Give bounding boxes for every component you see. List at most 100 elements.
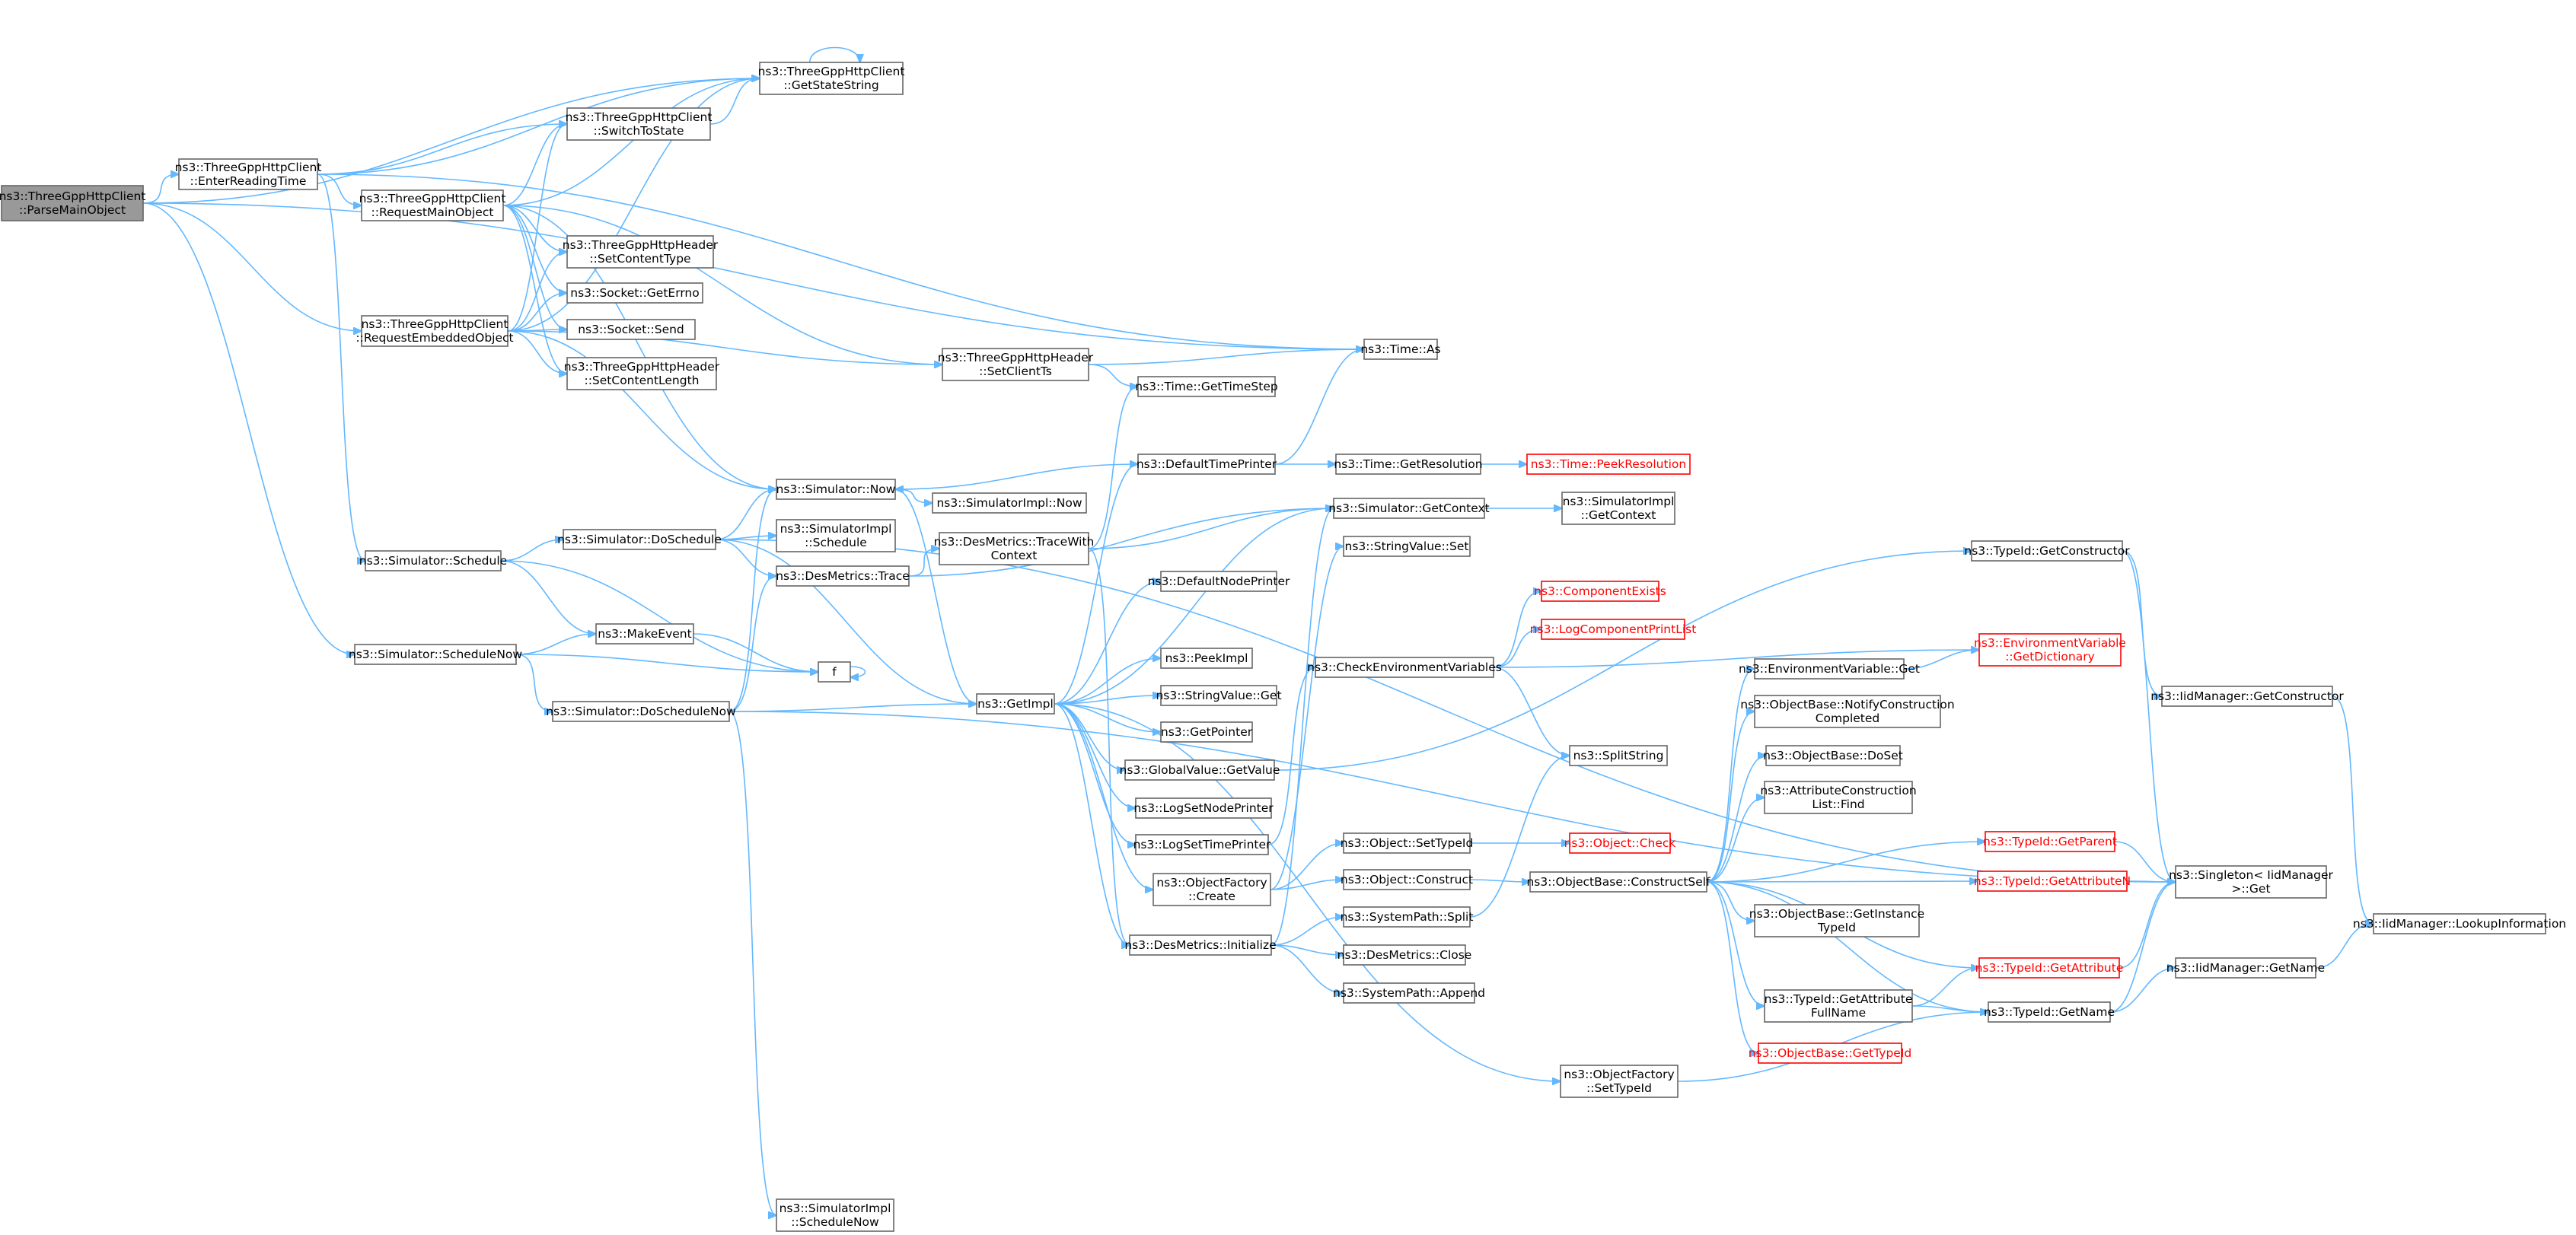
edge-constructSelf-to-objectBaseDoSet [1706,756,1766,883]
node-box [1754,695,1941,728]
node-set-content-type[interactable]: ns3::ThreeGppHttpHeader::SetContentType [563,235,719,269]
node-sim-impl-schedule-now[interactable]: ns3::SimulatorImpl::ScheduleNow [776,1198,894,1232]
node-box [1135,797,1272,819]
node-default-node-printer[interactable]: ns3::DefaultNodePrinter [1148,571,1290,592]
node-iid-lookup[interactable]: ns3::IidManager::LookupInformation [2353,913,2566,934]
node-switch-to-state[interactable]: ns3::ThreeGppHttpClient::SwitchToState [566,107,713,141]
node-label: ::SetClientTs [979,364,1052,378]
node-sim-impl-now[interactable]: ns3::SimulatorImpl::Now [932,492,1087,514]
node-env-get[interactable]: ns3::EnvironmentVariable::Get [1739,658,1920,680]
node-system-path-split[interactable]: ns3::SystemPath::Split [1341,906,1474,928]
node-label: ns3::ObjectBase::GetInstance [1749,907,1924,921]
node-get-pointer[interactable]: ns3::GetPointer [1160,721,1253,743]
node-get-type-id[interactable]: ns3::ObjectBase::GetTypeId [1749,1042,1912,1064]
node-sim-do-schedule-now[interactable]: ns3::Simulator::DoScheduleNow [546,701,736,722]
node-type-id-get-name[interactable]: ns3::TypeId::GetName [1984,1001,2115,1023]
node-box [2175,865,2327,899]
node-des-initialize[interactable]: ns3::DesMetrics::Initialize [1124,934,1277,956]
node-log-set-time-printer[interactable]: ns3::LogSetTimePrinter [1133,834,1271,855]
node-make-event[interactable]: ns3::MakeEvent [595,623,694,645]
node-sim-impl-schedule[interactable]: ns3::SimulatorImpl::Schedule [776,519,896,552]
node-sim-do-schedule[interactable]: ns3::Simulator::DoSchedule [557,529,722,550]
node-log-component-print-list[interactable]: ns3::LogComponentPrintList [1530,619,1697,640]
node-box [1977,871,2128,892]
node-sim-impl-get-context[interactable]: ns3::SimulatorImpl::GetContext [1561,492,1675,525]
node-layer: ns3::ThreeGppHttpClient::ParseMainObject… [0,62,2566,1232]
node-set-client-ts[interactable]: ns3::ThreeGppHttpHeader::SetClientTs [938,348,1094,381]
node-split-string[interactable]: ns3::SplitString [1569,745,1668,766]
node-enter-reading[interactable]: ns3::ThreeGppHttpClient::EnterReadingTim… [175,158,322,190]
node-global-value-get-value[interactable]: ns3::GlobalValue::GetValue [1120,759,1280,781]
node-component-exists[interactable]: ns3::ComponentExists [1534,581,1666,602]
node-object-base-do-set[interactable]: ns3::ObjectBase::DoSet [1763,745,1903,766]
node-box [1160,648,1253,669]
node-box [1135,834,1269,855]
node-sim-now[interactable]: ns3::Simulator::Now [776,479,896,500]
node-label: ns3::Time::As [1360,342,1440,356]
node-get-resolution[interactable]: ns3::Time::GetResolution [1334,454,1483,475]
node-notify-construction[interactable]: ns3::ObjectBase::NotifyConstructionCompl… [1740,695,1955,728]
node-label: ns3::SplitString [1573,749,1664,762]
node-set-content-length[interactable]: ns3::ThreeGppHttpHeader::SetContentLengt… [564,357,720,390]
node-peek-resolution[interactable]: ns3::Time::PeekResolution [1526,454,1691,475]
node-label: ns3::StringValue::Set [1345,540,1469,553]
node-label: ns3::Socket::GetErrno [570,286,699,300]
node-type-id-get-attribute-n[interactable]: ns3::TypeId::GetAttributeN [1974,871,2131,892]
node-label: ns3::AttributeConstruction [1760,784,1916,797]
node-request-embedded[interactable]: ns3::ThreeGppHttpClient::RequestEmbedded… [355,315,514,347]
node-check-env[interactable]: ns3::CheckEnvironmentVariables [1307,657,1502,678]
node-socket-send[interactable]: ns3::Socket::Send [566,319,696,340]
node-object-set-type-id[interactable]: ns3::Object::SetTypeId [1341,832,1474,854]
node-type-id-get-parent[interactable]: ns3::TypeId::GetParent [1983,831,2117,852]
node-request-main[interactable]: ns3::ThreeGppHttpClient::RequestMainObje… [359,189,506,221]
node-des-trace[interactable]: ns3::DesMetrics::Trace [776,565,910,587]
node-label: ns3::DesMetrics::Close [1337,948,1472,962]
node-peek-impl[interactable]: ns3::PeekImpl [1160,648,1253,669]
node-label: ns3::SystemPath::Split [1341,910,1474,924]
edge-constructSelf-to-getAttrFullName [1706,881,1765,1006]
node-label: ns3::Object::Check [1564,836,1676,850]
node-root[interactable]: ns3::ThreeGppHttpClient::ParseMainObject [0,185,145,221]
node-default-time-printer[interactable]: ns3::DefaultTimePrinter [1137,454,1277,475]
node-system-path-append[interactable]: ns3::SystemPath::Append [1333,982,1485,1004]
node-time-as[interactable]: ns3::Time::As [1360,339,1441,360]
node-box [566,107,711,141]
node-get-state-string[interactable]: ns3::ThreeGppHttpClient::GetStateString [758,62,905,95]
node-box [2161,686,2333,707]
node-object-factory-create[interactable]: ns3::ObjectFactory::Create [1153,873,1271,906]
node-des-close[interactable]: ns3::DesMetrics::Close [1337,944,1472,966]
node-box [1335,454,1481,475]
node-box [1153,873,1271,906]
node-sim-get-context[interactable]: ns3::Simulator::GetContext [1328,498,1490,519]
node-get-impl[interactable]: ns3::GetImpl [976,693,1055,715]
node-get-time-step[interactable]: ns3::Time::GetTimeStep [1135,376,1278,397]
node-type-id-get-constructor[interactable]: ns3::TypeId::GetConstructor [1964,540,2130,562]
node-f[interactable]: f [818,661,851,683]
node-construct-self[interactable]: ns3::ObjectBase::ConstructSelf [1526,871,1710,893]
node-object-construct[interactable]: ns3::Object::Construct [1341,869,1473,890]
node-iid-get-constructor[interactable]: ns3::IidManager::GetConstructor [2150,686,2344,707]
edge-simDoSchedule-to-simNow [715,489,776,540]
node-singleton-get[interactable]: ns3::Singleton< IidManager>::Get [2169,865,2334,899]
node-log-set-node-printer[interactable]: ns3::LogSetNodePrinter [1133,797,1274,819]
edge-objectFactoryCreate-to-objectSetTypeId [1270,843,1344,890]
node-string-value-get[interactable]: ns3::StringValue::Get [1156,685,1282,706]
edge-enterReading-to-getStateString [317,78,760,175]
node-string-value-set[interactable]: ns3::StringValue::Set [1343,536,1471,557]
node-type-id-get-attribute[interactable]: ns3::TypeId::GetAttribute [1975,957,2124,979]
node-object-factory-set-type-id[interactable]: ns3::ObjectFactory::SetTypeId [1560,1065,1679,1098]
node-iid-get-name[interactable]: ns3::IidManager::GetName [2166,957,2325,979]
node-label: ns3::ThreeGppHttpClient [758,65,905,78]
node-sim-schedule[interactable]: ns3::Simulator::Schedule [359,550,507,571]
edge-simScheduleNow-to-simDoScheduleNow [515,654,553,711]
node-box [2175,957,2316,979]
node-sim-schedule-now[interactable]: ns3::Simulator::ScheduleNow [349,644,522,665]
node-get-errno[interactable]: ns3::Socket::GetErrno [566,282,703,304]
node-label: ns3::GetImpl [977,697,1054,711]
node-env-get-dictionary[interactable]: ns3::EnvironmentVariable::GetDictionary [1974,633,2126,667]
node-object-check[interactable]: ns3::Object::Check [1564,832,1676,854]
